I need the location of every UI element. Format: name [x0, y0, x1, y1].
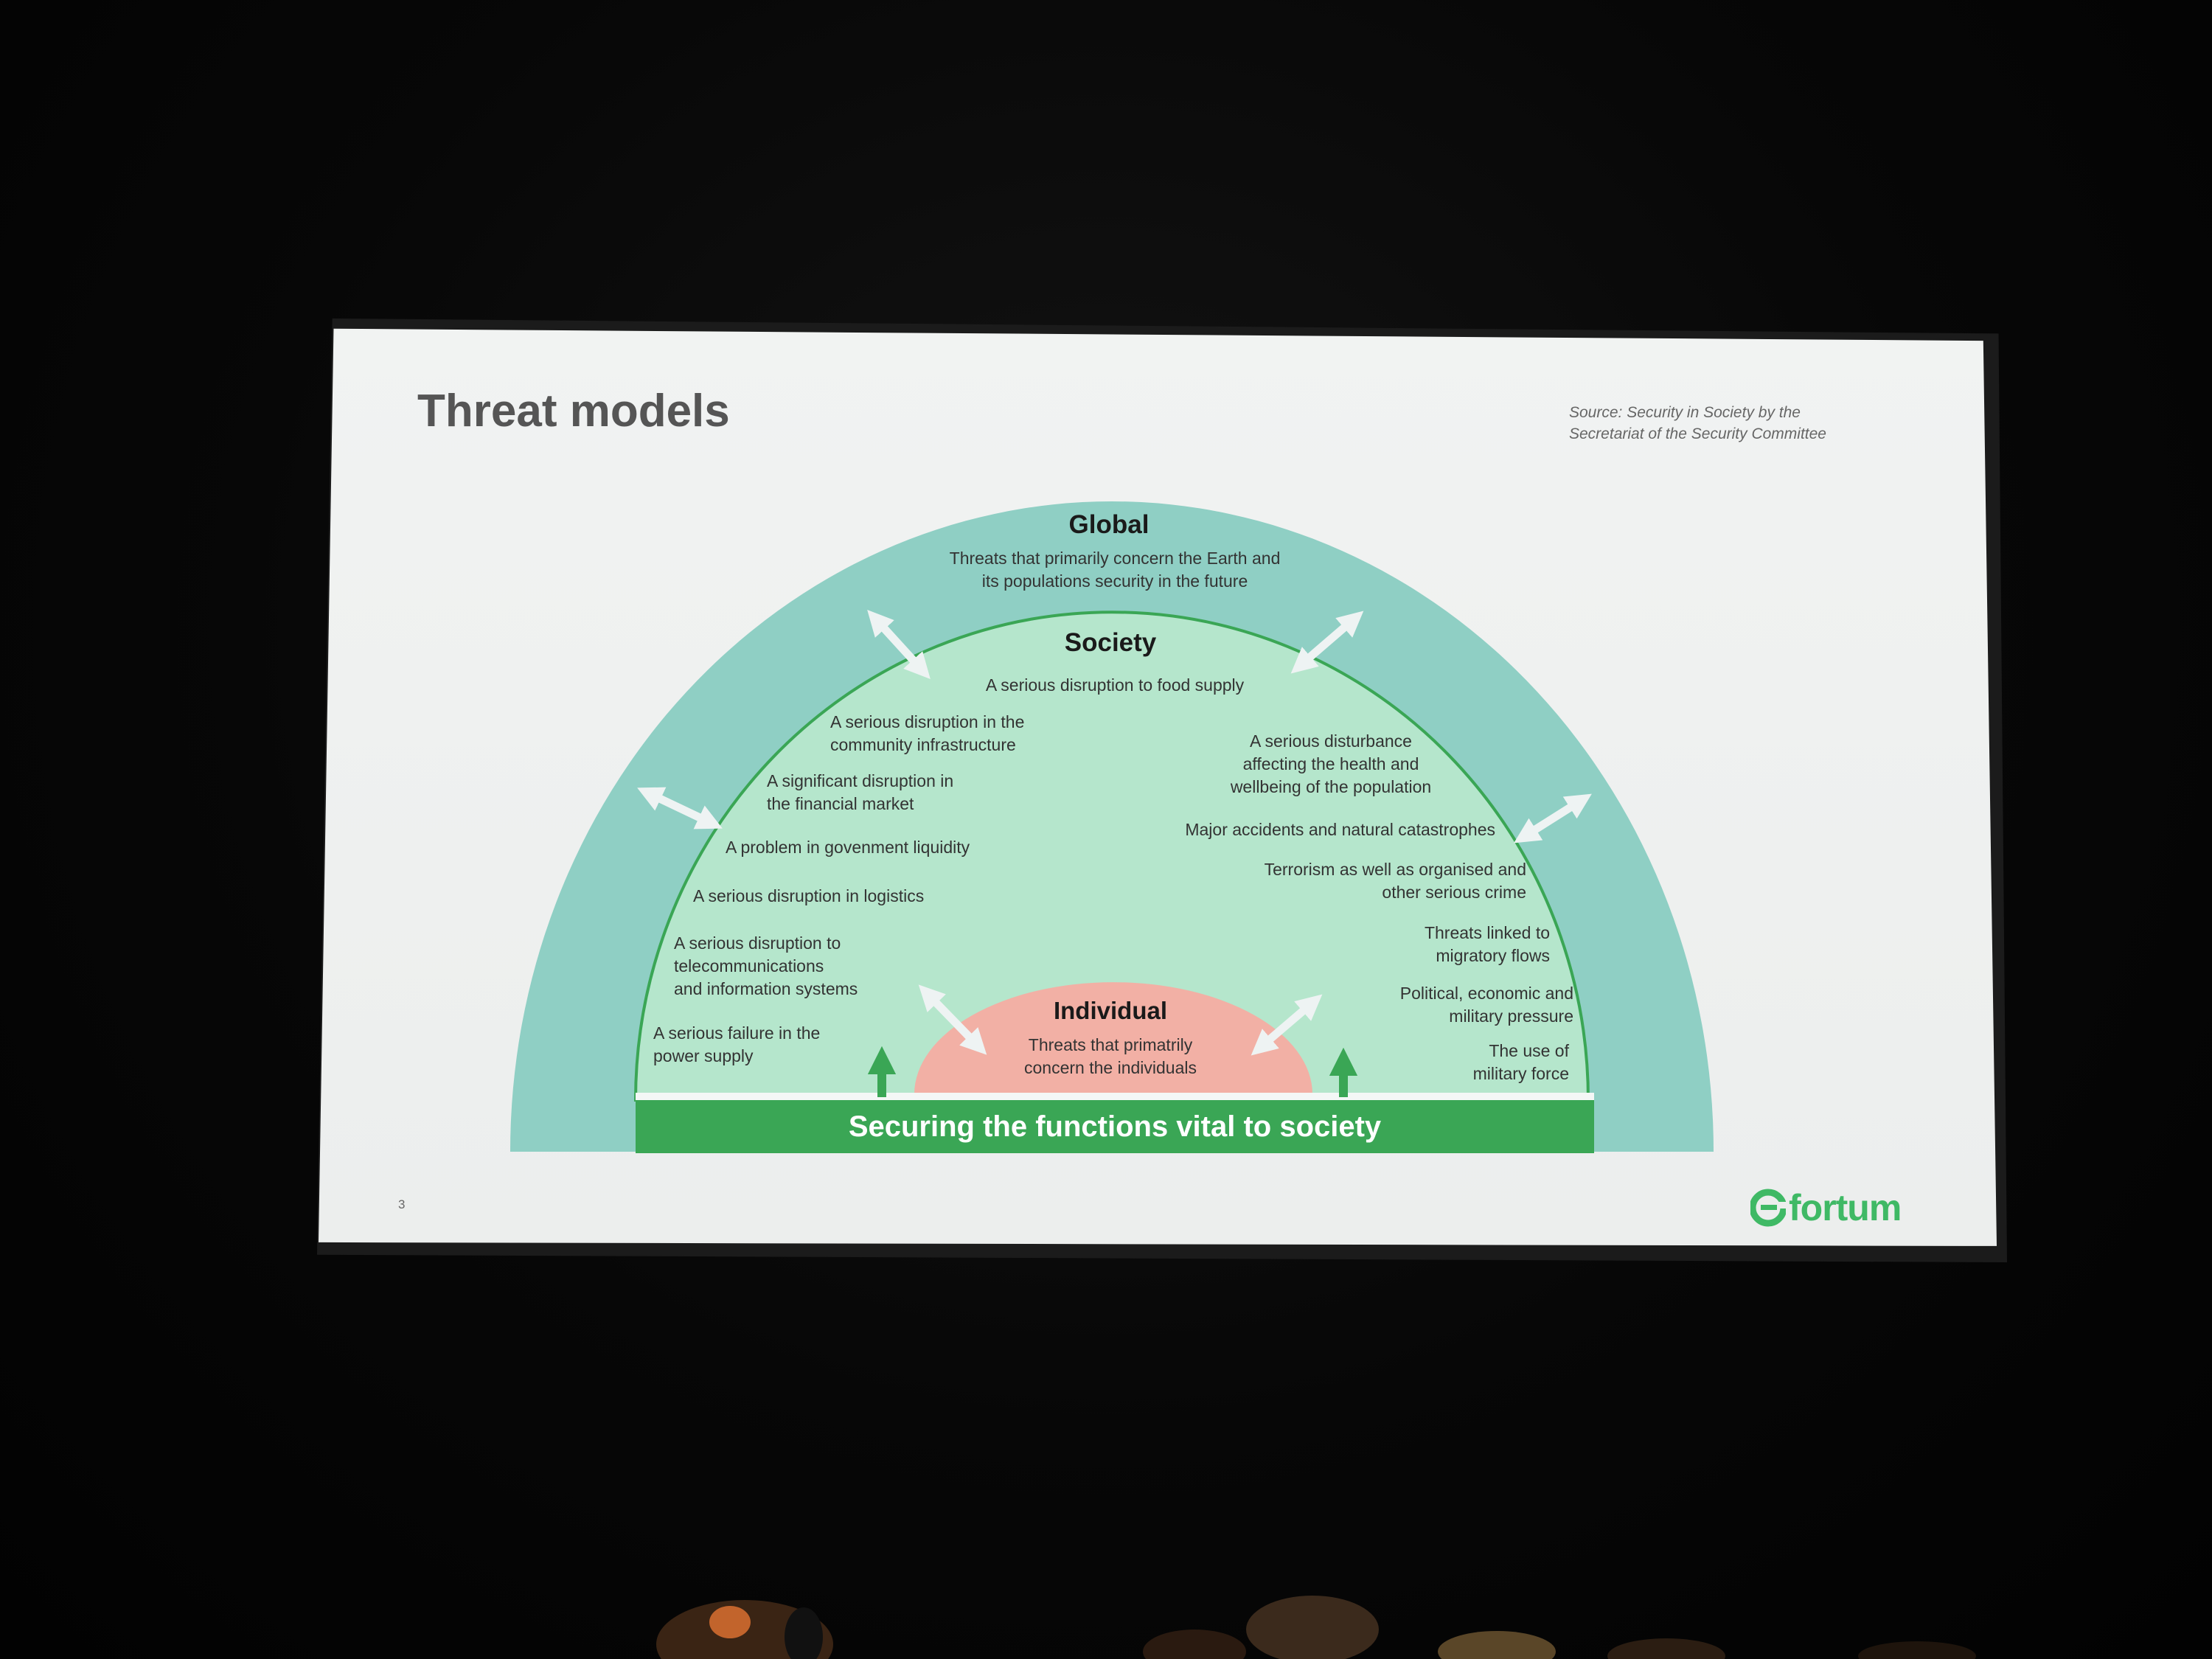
arrow-global-society-left-top	[867, 609, 931, 680]
society-item-logistics: A serious disruption in logistics	[693, 886, 925, 905]
individual-heading: Individual	[1053, 997, 1167, 1024]
source-note: Source: Security in Society by the Secre…	[1569, 402, 1908, 445]
society-item-telecommunications: A serious disruption to telecommunicatio…	[674, 933, 858, 998]
individual-desc-line-1: Threats that primatrily	[1028, 1035, 1193, 1054]
arrow-global-society-left-mid	[637, 787, 723, 830]
global-desc-line-1: Threats that primarily concern the Earth…	[949, 549, 1281, 568]
society-item-financial-market: A significant disruption in the financia…	[767, 771, 954, 813]
society-item-military-pressure: Political, economic and military pressur…	[1399, 984, 1573, 1026]
individual-desc-line-2: concern the individuals	[1024, 1058, 1197, 1077]
fortum-logo-text: fortum	[1789, 1187, 1902, 1228]
society-item-government-liquidity: A problem in govenment liquidity	[726, 838, 970, 857]
society-item-health-wellbeing: A serious disturbance affecting the heal…	[1230, 731, 1432, 796]
audience-silhouettes	[656, 1596, 1976, 1659]
global-description: Threats that primarily concern the Earth…	[894, 547, 1336, 593]
fortum-logo-icon	[1750, 1189, 1786, 1227]
slide-title: Threat models	[417, 386, 730, 437]
source-line-1: Source: Security in Society by the	[1569, 404, 1801, 421]
arrow-society-individual-right	[1251, 994, 1323, 1056]
society-item-terrorism: Terrorism as well as organised and other…	[1264, 860, 1526, 902]
society-item-community-infrastructure: A serious disruption in the community in…	[830, 712, 1025, 754]
individual-dome	[914, 982, 1312, 1094]
society-item-power-supply: A serious failure in the power supply	[653, 1023, 821, 1065]
society-item-military-force: The use of military force	[1472, 1041, 1569, 1083]
vital-functions-banner: Securing the functions vital to society	[636, 1100, 1594, 1153]
arrow-society-individual-left	[918, 984, 987, 1055]
global-desc-line-2: its populations security in the future	[981, 571, 1248, 591]
arrow-global-society-right-top	[1290, 611, 1364, 674]
base-line	[636, 1093, 1594, 1100]
arrow-global-society-right-mid	[1514, 793, 1592, 844]
society-heading: Society	[1064, 628, 1157, 657]
individual-description: Threats that primatrily concern the indi…	[963, 1034, 1258, 1079]
page-number: 3	[398, 1197, 406, 1211]
fortum-logo: fortum	[1750, 1186, 1902, 1230]
source-line-2: Secretariat of the Security Committee	[1569, 425, 1826, 442]
society-area	[633, 611, 1590, 1102]
society-item-major-accidents: Major accidents and natural catastrophes	[1185, 820, 1495, 839]
global-heading: Global	[1068, 510, 1150, 539]
society-item-migratory-flows: Threats linked to migratory flows	[1424, 923, 1550, 965]
society-item-food-supply: A serious disruption to food supply	[985, 675, 1245, 695]
